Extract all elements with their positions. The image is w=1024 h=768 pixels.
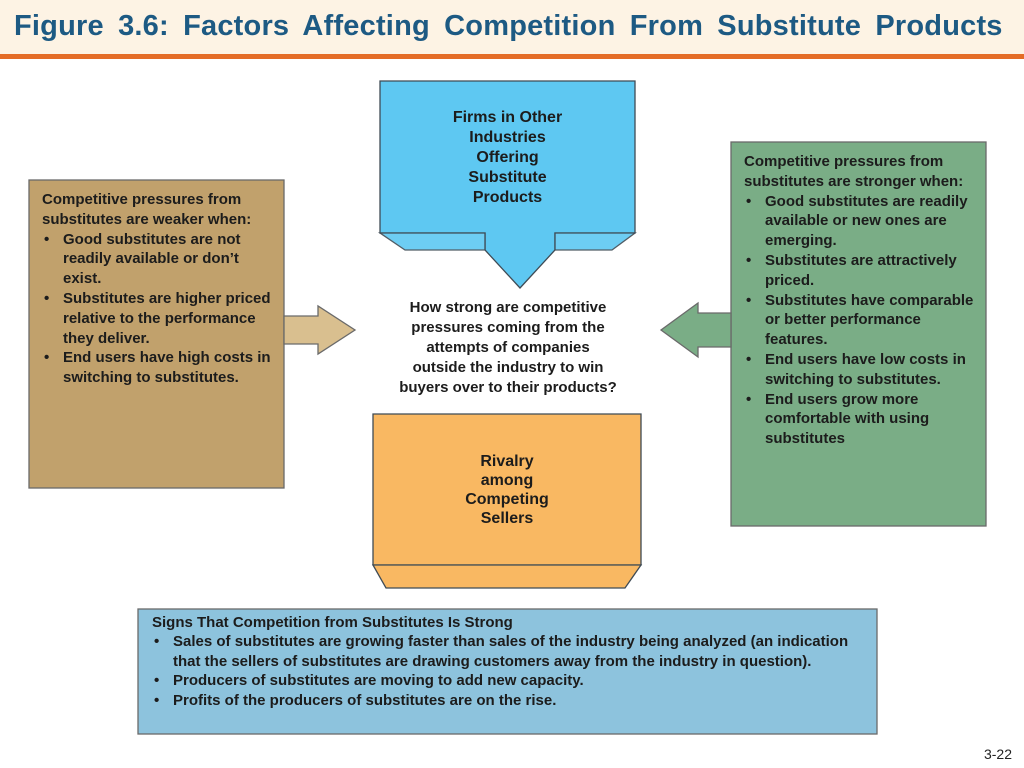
stronger-conditions-box: Competitive pressures from substitutes a… (744, 152, 980, 449)
question-line: outside the industry to win (412, 359, 604, 376)
top-node-label: Firms in Other Industries Offering Subst… (380, 108, 635, 208)
bottom-node-line: Sellers (480, 510, 534, 527)
left-arrow-icon (659, 301, 732, 359)
right-arrow-icon (283, 304, 357, 356)
weaker-conditions-box: Competitive pressures from substitutes a… (42, 190, 278, 388)
bottom-node-shape (371, 413, 643, 589)
weaker-heading: Competitive pressures from substitutes a… (42, 191, 252, 228)
top-node-line: Firms in Other (452, 109, 563, 126)
top-node-shape (377, 80, 637, 289)
list-item: Substitutes are attractively priced. (744, 251, 980, 291)
slide-title: Figure 3.6: Factors Affecting Competitio… (14, 10, 1003, 42)
list-item: End users grow more comfortable with usi… (744, 390, 980, 449)
signs-heading: Signs That Competition from Substitutes … (152, 614, 513, 631)
top-node-bevel-right (554, 232, 637, 251)
top-node-bevel (377, 232, 486, 251)
bottom-node-bevel (371, 564, 643, 589)
weaker-list: Good substitutes are not readily availab… (42, 230, 278, 388)
list-item: Substitutes have comparable or better pe… (744, 291, 980, 350)
top-node-line: Substitute (468, 169, 547, 186)
title-underline (0, 54, 1024, 59)
top-node-line: Industries (469, 129, 546, 146)
list-item: Good substitutes are readily available o… (744, 192, 980, 251)
list-item: Profits of the producers of substitutes … (152, 691, 868, 711)
list-item: End users have low costs in switching to… (744, 350, 980, 390)
stronger-list: Good substitutes are readily available o… (744, 192, 980, 449)
question-line: attempts of companies (426, 339, 590, 356)
list-item: End users have high costs in switching t… (42, 348, 278, 388)
signs-list: Sales of substitutes are growing faster … (152, 632, 868, 710)
stronger-heading: Competitive pressures from substitutes a… (744, 153, 964, 190)
signs-box: Signs That Competition from Substitutes … (152, 613, 868, 710)
top-node-line: Products (472, 189, 543, 206)
bottom-node-line: Competing (465, 491, 549, 508)
bottom-node-label: Rivalry among Competing Sellers (373, 452, 641, 528)
bottom-node-line: Rivalry (480, 453, 534, 470)
top-node-line: Offering (476, 149, 539, 166)
central-question: How strong are competitive pressures com… (357, 298, 659, 398)
list-item: Sales of substitutes are growing faster … (152, 632, 868, 671)
bottom-node-line: among (480, 472, 534, 489)
page-number: 3-22 (983, 746, 1012, 762)
question-line: How strong are competitive (409, 299, 607, 316)
list-item: Producers of substitutes are moving to a… (152, 671, 868, 691)
question-line: pressures coming from the (411, 319, 605, 336)
question-line: buyers over to their products? (399, 379, 617, 396)
title-bar: Figure 3.6: Factors Affecting Competitio… (0, 0, 1024, 54)
list-item: Substitutes are higher priced relative t… (42, 289, 278, 348)
list-item: Good substitutes are not readily availab… (42, 230, 278, 289)
